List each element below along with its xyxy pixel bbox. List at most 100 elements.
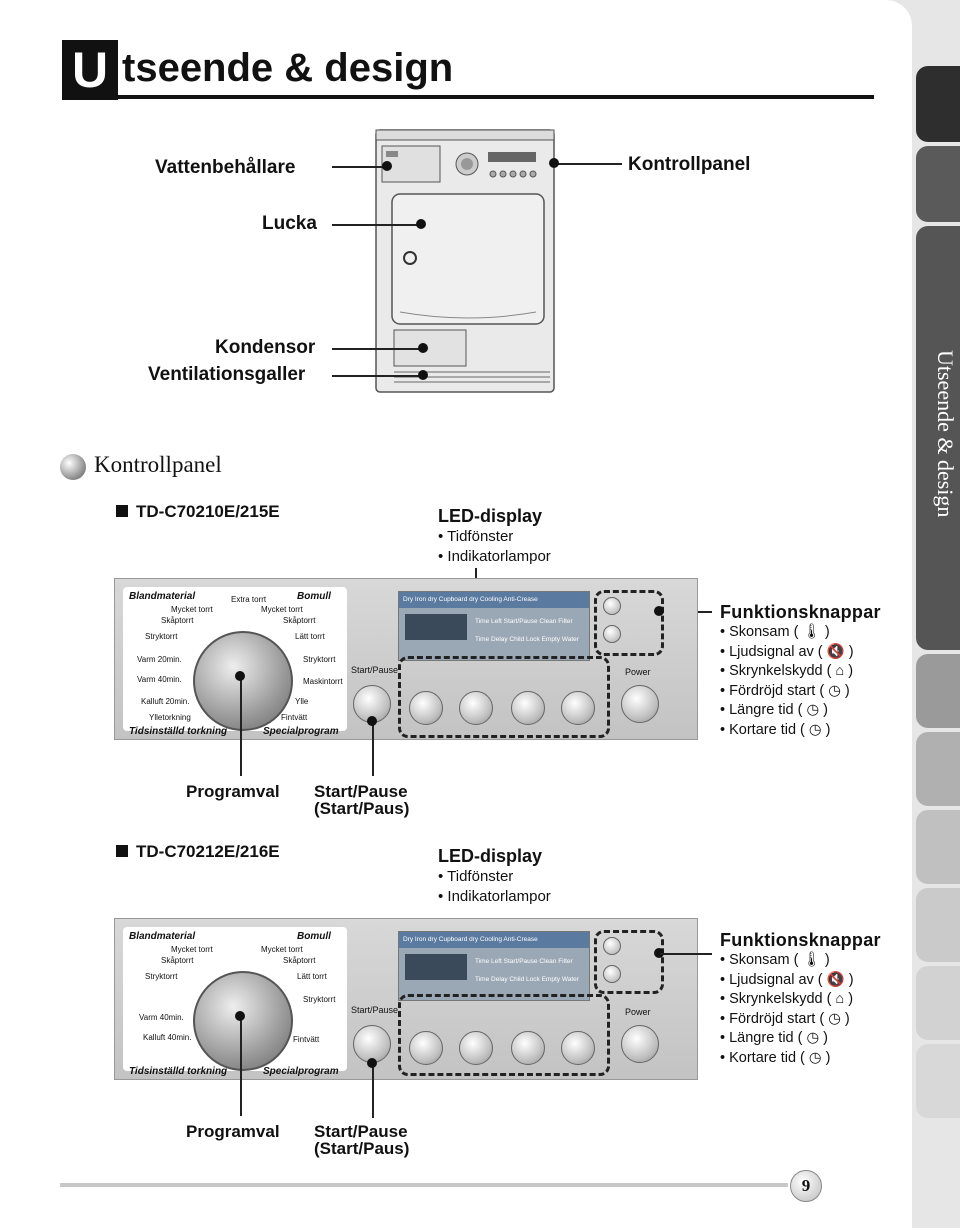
power-button-2[interactable] (621, 1025, 659, 1063)
delay-start-button-2[interactable] (561, 1031, 595, 1065)
side-tab-8[interactable] (916, 966, 960, 1040)
p2-warm40: Varm 40min. (139, 1013, 184, 1022)
p1-fine: Fintvätt (281, 713, 308, 722)
leader-program-2 (240, 1016, 242, 1116)
p1-wool: Ylle (295, 697, 309, 706)
led-item-2a: • Tidfönster (438, 868, 514, 885)
page-title: tseende & design (122, 46, 454, 90)
shorter-time-button-1[interactable] (603, 625, 621, 643)
function-group-outline-2b (594, 930, 664, 994)
func-item-2-4: • Fördröjd start ( ◷ ) (720, 1010, 850, 1027)
shorter-time-button-2[interactable] (603, 965, 621, 983)
func-callout-1: Funktionsknappar • Skonsam ( 🌡 ) • Ljuds… (720, 602, 881, 740)
leader-start-2 (372, 1062, 374, 1118)
p1-iron-l: Stryktorrt (145, 632, 178, 641)
power-button-1[interactable] (621, 685, 659, 723)
p2-disp-r2: Time Delay Child Lock Empty Water (475, 976, 579, 983)
p1-wool-dry: Ylletorkning (149, 713, 191, 722)
p1-cold20: Kalluft 20min. (141, 697, 190, 706)
display-status-bar-2 (399, 932, 589, 948)
label-control-panel: Kontrollpanel (628, 154, 751, 175)
leader-door (332, 224, 418, 226)
p1-disp-r1: Time Left Start/Pause Clean Filter (475, 618, 573, 625)
program-knob-1[interactable] (193, 631, 293, 731)
clock-minus-icon: ◷ (808, 1049, 822, 1066)
side-tab-9[interactable] (916, 1044, 960, 1118)
buzzer-button-2[interactable] (459, 1031, 493, 1065)
dot-vent (418, 370, 428, 380)
p2-very-dry-l: Mycket torrt (171, 945, 213, 954)
square-bullet-icon (116, 505, 128, 517)
label-start-2b: (Start/Paus) (314, 1139, 410, 1158)
side-tab-2[interactable] (916, 146, 960, 222)
side-tab-4[interactable] (916, 654, 960, 728)
p1-special: Specialprogram (263, 726, 339, 737)
model-label-1: TD-C70210E/215E (116, 502, 280, 522)
longer-time-button-2[interactable] (603, 937, 621, 955)
func-item-2-1: • Skonsam ( 🌡 ) (720, 952, 830, 968)
func-item-2-3: • Skrynkelskydd ( ⌂ ) (720, 991, 854, 1007)
gentle-button-1[interactable] (409, 691, 443, 725)
led-heading-2: LED-display (438, 846, 543, 866)
side-tab-5[interactable] (916, 732, 960, 806)
side-tab-active[interactable] (916, 226, 960, 650)
p1-very-dry-r: Mycket torrt (261, 605, 303, 614)
thermometer-icon: 🌡 (802, 952, 821, 968)
p2-iron-r: Stryktorrt (303, 995, 336, 1004)
dot-control-panel (549, 158, 559, 168)
func-callout-2: Funktionsknappar • Skonsam ( 🌡 ) • Ljuds… (720, 930, 881, 1068)
side-tab-6[interactable] (916, 810, 960, 884)
buzzer-button-1[interactable] (459, 691, 493, 725)
p1-easy-iron: Lätt torrt (295, 632, 325, 641)
label-start-1: Start/Pause (314, 782, 408, 801)
side-tab-title: Utseende & design (933, 350, 958, 518)
label-start-2: Start/Pause (314, 1122, 408, 1141)
p1-start-pause-text: Start/Pause (351, 665, 399, 675)
func-item-2-6: • Kortare tid ( ◷ ) (720, 1049, 831, 1066)
leader-program-1 (240, 676, 242, 776)
p2-iron-l: Stryktorrt (145, 972, 178, 981)
model-label-2: TD-C70212E/216E (116, 842, 280, 862)
p2-fine: Fintvätt (293, 1035, 320, 1044)
leader-water-tank (332, 166, 384, 168)
led-display-2: Dry Iron dry Cupboard dry Cooling Anti-C… (398, 931, 590, 1001)
func-item-2-5: • Längre tid ( ◷ ) (720, 1030, 829, 1046)
delay-start-button-1[interactable] (561, 691, 595, 725)
title-initial: U (62, 40, 118, 100)
longer-time-button-1[interactable] (603, 597, 621, 615)
iron-icon: ⌂ (835, 663, 845, 679)
func-item-4: • Fördröjd start ( ◷ ) (720, 682, 850, 699)
side-tab-strip (916, 66, 960, 1126)
anti-crease-button-1[interactable] (511, 691, 545, 725)
time-window-2 (405, 954, 467, 980)
leader-start-1 (372, 720, 374, 776)
p1-cupboard-l: Skåptorrt (161, 616, 194, 625)
leader-condenser (332, 348, 420, 350)
gentle-button-2[interactable] (409, 1031, 443, 1065)
side-tab-1[interactable] (916, 66, 960, 142)
side-tab-7[interactable] (916, 888, 960, 962)
p2-easy-iron: Lätt torrt (297, 972, 327, 981)
program-knob-2[interactable] (193, 971, 293, 1071)
p2-disp-r1: Time Left Start/Pause Clean Filter (475, 958, 573, 965)
func-heading-2: Funktionsknappar (720, 930, 881, 950)
p1-iron-r: Stryktorrt (303, 655, 336, 664)
func-item-6: • Kortare tid ( ◷ ) (720, 721, 831, 738)
func-item-5: • Längre tid ( ◷ ) (720, 702, 829, 718)
label-vent: Ventilationsgaller (148, 364, 306, 385)
p2-cupboard-l: Skåptorrt (161, 956, 194, 965)
function-group-outline-1a (398, 656, 610, 738)
anti-crease-button-2[interactable] (511, 1031, 545, 1065)
model-name-1: TD-C70210E/215E (136, 502, 280, 521)
p1-warm20: Varm 20min. (137, 655, 182, 664)
p2-cupboard-r: Skåptorrt (283, 956, 316, 965)
dot-condenser (418, 343, 428, 353)
p1-warm40: Varm 40min. (137, 675, 182, 684)
p2-power-text: Power (625, 1007, 651, 1017)
function-group-outline-1b (594, 590, 664, 656)
iron-icon: ⌂ (835, 991, 845, 1007)
p2-very-dry-r: Mycket torrt (261, 945, 303, 954)
p1-blend: Blandmaterial (129, 591, 196, 602)
display-status-bar-1 (399, 592, 589, 608)
function-group-outline-2a (398, 994, 610, 1076)
